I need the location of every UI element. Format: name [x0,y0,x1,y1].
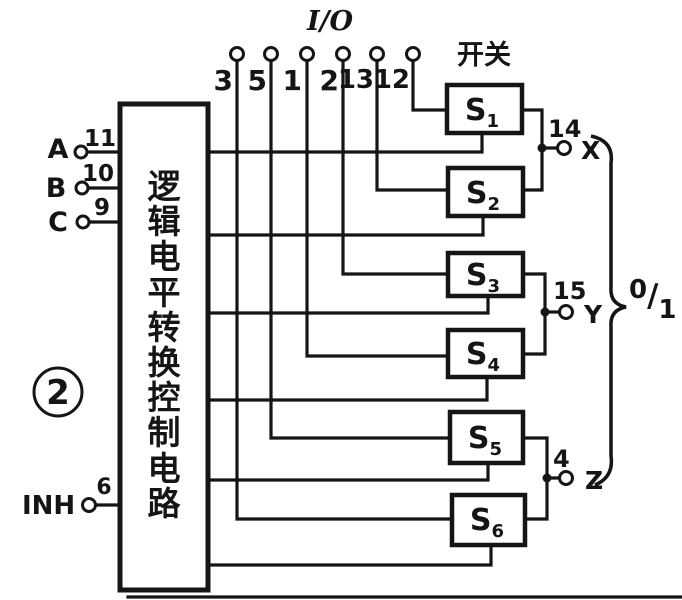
logic-levels-label: 0/1 [629,275,677,325]
pin-number-13: 13 [338,65,374,95]
control-char: 路 [148,484,182,523]
terminal-circle-pin2 [335,46,351,62]
figure-number-badge: 2 [32,366,84,418]
pin-number-1: 1 [283,64,302,97]
switch-boxes: S1 S2 S3 S4 S5 S6 [444,82,528,548]
pin-number-14: 14 [548,115,581,143]
output-group-brace [590,134,627,487]
terminal-circle-pin5 [263,46,279,62]
switch-group-label: 开关 [457,40,511,71]
control-char: 辑 [148,202,181,241]
pin-number-10: 10 [82,161,114,187]
switch-s3-box [445,250,526,299]
io-terminals: 3 5 1 2 13 12 [214,46,421,97]
terminal-circle-pin13 [369,46,385,62]
wire-terminal-1-to-s4 [305,59,450,358]
control-char: 制 [148,413,181,452]
figure-number-text: 2 [46,373,70,413]
figure-number-circle [32,366,84,418]
wire-group [85,59,682,599]
control-char: 平 [148,273,181,312]
wire-s2-to-x [521,146,544,192]
output-z-label: Z [585,466,603,495]
control-char: 电 [148,237,181,276]
switch-s6-label: S6 [470,503,504,542]
switch-s4-label: S4 [466,337,500,376]
terminal-circle-input-c [75,214,91,230]
wire-control-s1 [206,131,484,154]
wire-control-s3 [206,294,490,315]
io-bus-label: I/O [306,6,353,37]
control-char: 控 [148,378,181,417]
wire-terminal-13-to-s2 [375,59,450,192]
logic-control-box [117,101,211,593]
wire-terminal-2-to-s3 [341,59,450,276]
switch-s5-label: S5 [468,421,502,460]
wire-control-s6 [206,543,493,567]
pin-number-5: 5 [248,64,267,97]
input-b-label: B [46,173,67,204]
terminal-circle-pin12 [405,46,421,62]
output-y-label: Y [583,300,603,329]
control-char: 电 [148,449,181,488]
switch-s4-box [445,327,526,380]
pin-number-9: 9 [94,195,110,221]
pin-number-4: 4 [553,445,570,473]
control-char: 换 [148,343,181,382]
control-char: 逻 [148,167,181,206]
switch-s3-label: S3 [466,258,500,297]
switch-s6-box [449,492,528,548]
control-char: 转 [148,308,181,347]
terminal-circle-pin1 [299,46,315,62]
pin-number-12: 12 [374,65,410,95]
terminal-circle-output-x [556,140,572,156]
input-a-label: A [48,134,69,165]
wire-s4-to-y [521,310,547,356]
switch-s2-box [445,165,526,219]
switch-s1-box [444,82,525,136]
wire-terminal-12-to-s1 [411,59,449,112]
wire-control-s5 [206,461,490,482]
switch-s5-box [447,409,526,466]
terminal-circle-pin3 [229,46,245,62]
switch-s1-label: S1 [465,93,499,132]
wire-terminal-5-to-s5 [269,59,452,440]
select-inputs: A 11 B 10 C 9 INH 6 [22,126,116,521]
wire-terminal-3-to-s6 [235,59,454,521]
output-x-label: X [581,136,600,165]
terminal-circle-input-b [74,180,90,196]
pin-number-3: 3 [214,64,233,97]
junction-z [542,473,552,483]
pin-number-15: 15 [553,277,586,305]
wire-s3-to-y [521,272,547,314]
wire-s1-to-x [520,108,544,150]
pin-number-11: 11 [84,126,116,152]
terminal-circle-input-inh [81,497,97,513]
junction-y [540,307,550,317]
pin-number-6: 6 [96,475,111,500]
input-c-label: C [48,207,68,238]
wire-s5-to-z [521,436,549,480]
wire-control-s4 [206,375,489,402]
wire-s6-to-z [523,476,549,521]
input-inh-label: INH [22,491,75,521]
outputs: 14 X 15 Y 4 Z [548,115,603,495]
switch-s2-label: S2 [466,176,500,215]
wire-control-s2 [206,214,485,237]
terminal-circle-input-a [73,144,89,160]
junction-x [537,143,547,153]
terminal-circle-output-z [558,470,574,486]
logic-control-box-text: 逻 辑 电 平 转 换 控 制 电 路 [148,167,182,523]
terminal-circle-output-y [558,304,574,320]
pin-number-2: 2 [320,64,339,97]
